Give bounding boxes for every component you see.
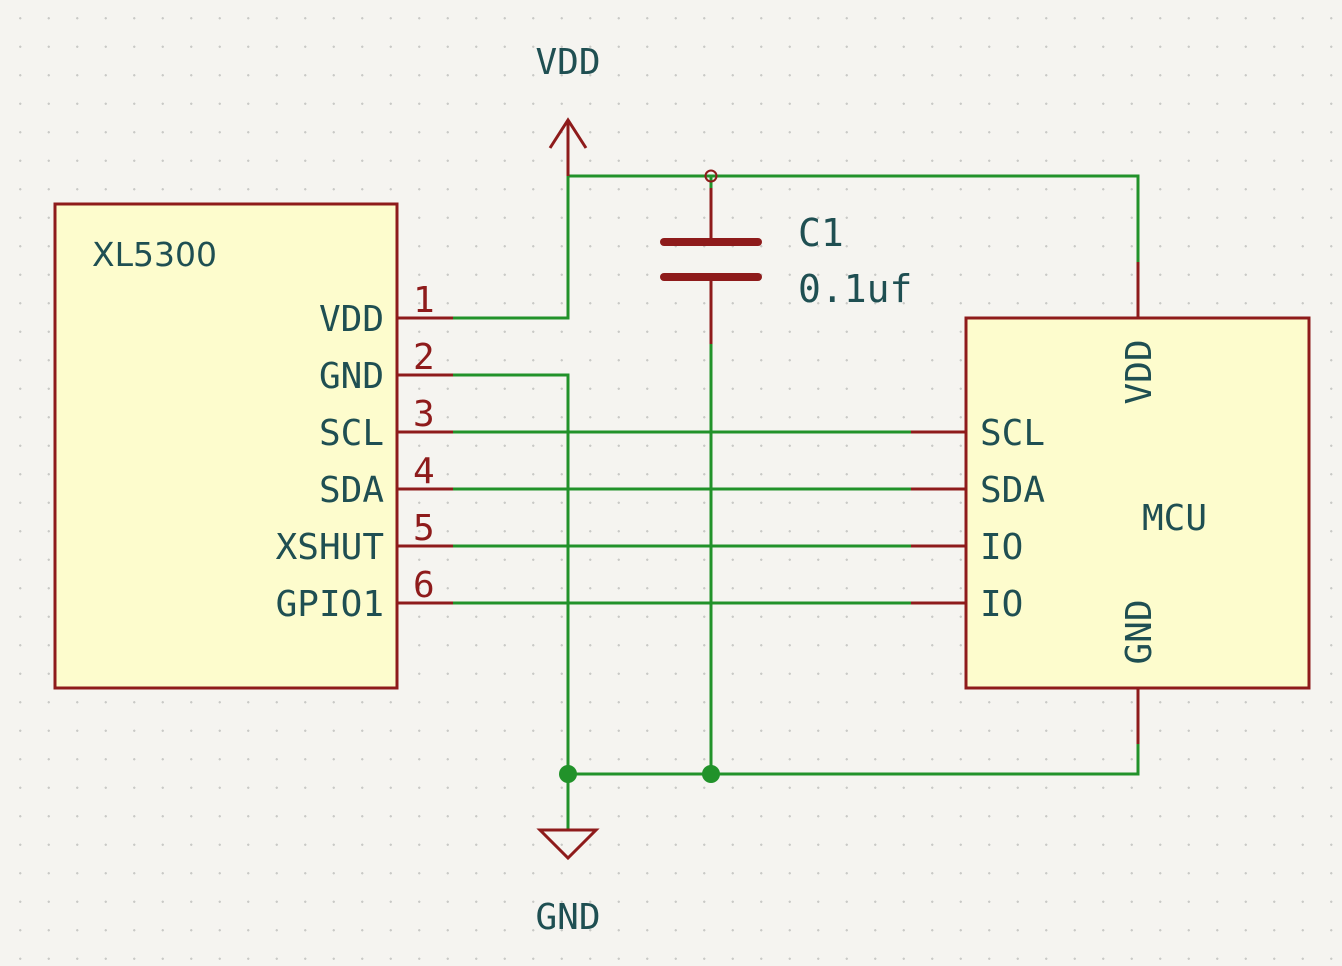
xl5300-title: XL5300 [92,235,217,274]
mcu-pin-name-sda: SDA [980,470,1045,511]
vdd-power-symbol [548,117,588,176]
mcu-title: MCU [1142,498,1207,539]
xl5300-pin-number-4: 4 [413,451,435,492]
gnd-net-label: GND [535,897,600,938]
mcu-pin-name-io: IO [980,584,1023,625]
xl5300-pin-name-sda: SDA [319,470,384,511]
xl5300-pin-number-5: 5 [413,508,435,549]
junction-dot [702,765,720,783]
xl5300-pin-number-2: 2 [413,337,435,378]
xl5300-pin-number-3: 3 [413,394,435,435]
mcu-pin-name-gnd: GND [1119,599,1160,664]
xl5300-pin-name-gnd: GND [319,356,384,397]
xl5300-pin-name-xshut: XSHUT [276,527,384,568]
mcu-pin-stubs [911,262,1140,744]
xl5300-body [53,202,399,690]
xl5300-pin-stubs [397,316,453,605]
xl5300-pin-number-6: 6 [413,565,435,606]
c1-reference: C1 [798,211,844,255]
xl5300-pin-name-scl: SCL [319,413,384,454]
junction-dot [559,765,577,783]
gnd-power-symbol [536,828,600,861]
wire-vdd-net [451,174,1140,320]
mcu-pin-name-vdd: VDD [1119,339,1160,404]
vdd-net-label: VDD [535,42,600,83]
mcu-body [964,316,1311,690]
mcu-pin-name-scl: SCL [980,413,1045,454]
c1-value: 0.1uf [798,267,912,311]
capacitor-c1-symbol [660,169,762,344]
mcu-pin-name-io: IO [980,527,1023,568]
xl5300-pin-name-vdd: VDD [319,299,384,340]
xl5300-pin-number-1: 1 [413,280,435,321]
xl5300-pin-name-gpio1: GPIO1 [276,584,384,625]
